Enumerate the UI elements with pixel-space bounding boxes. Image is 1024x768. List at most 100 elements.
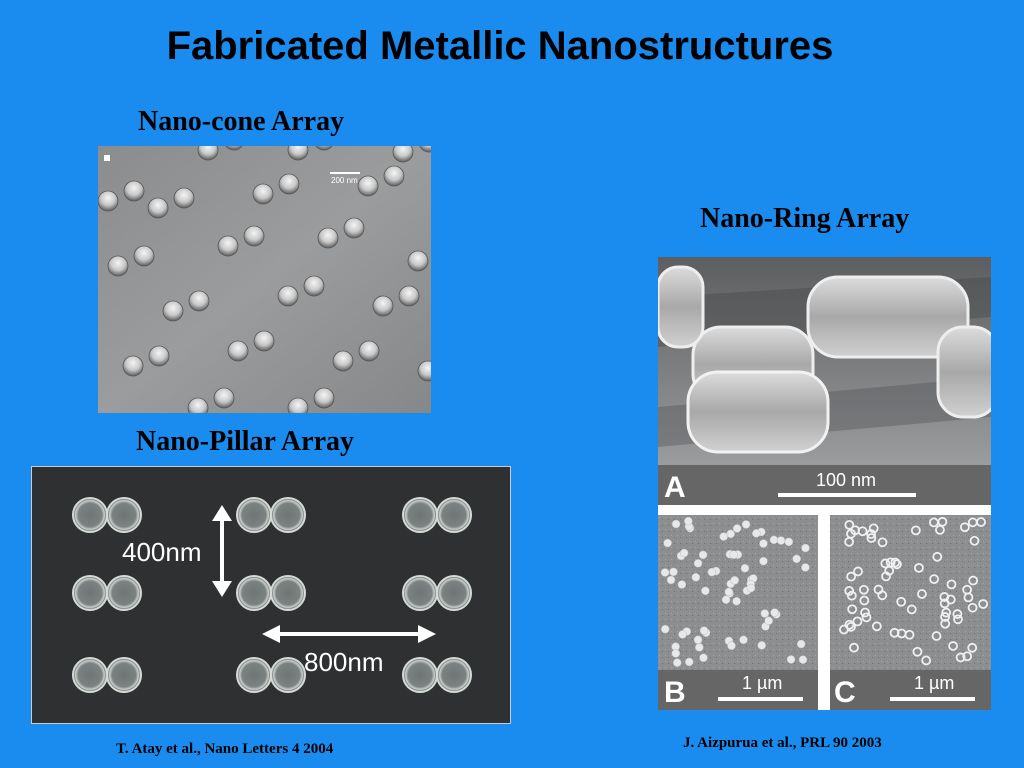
panel-c-particle <box>871 621 882 632</box>
nanopillar-particle <box>270 497 306 533</box>
vertical-arrow <box>212 505 232 597</box>
panel-c-particle <box>858 584 869 595</box>
panel-b-particle <box>757 641 766 650</box>
panel-b-particle <box>759 556 768 566</box>
panel-c-particle <box>910 525 921 536</box>
panel-c-particle <box>868 523 879 534</box>
nanocone-particle <box>122 355 144 377</box>
panel-b-particle <box>684 657 694 667</box>
nanopillar-particle <box>72 497 108 533</box>
nanocone-particles <box>98 146 431 413</box>
nanopillar-particle <box>106 497 142 533</box>
panel-b-particle <box>739 635 748 645</box>
panel-b-particle <box>691 573 701 582</box>
horizontal-distance-label: 800nm <box>304 647 384 677</box>
nanopillar-svg: 400nm 800nm <box>32 467 510 723</box>
nanopillar-particle <box>72 575 108 611</box>
panel-a-scale-bar <box>778 493 916 497</box>
panel-b-particle <box>729 550 738 560</box>
nanopillar-particle <box>402 497 438 533</box>
nanocone-particle <box>417 360 431 382</box>
panel-c-scale-label: 1 µm <box>914 673 954 693</box>
nanocone-particle <box>213 387 235 409</box>
panel-b-particle <box>693 559 703 568</box>
nanocone-particle <box>173 187 195 209</box>
panel-c-particle <box>960 522 970 533</box>
panel-b-particle <box>764 616 773 626</box>
nanocone-particle <box>358 340 380 362</box>
panel-b-particle <box>801 563 810 572</box>
nanopillar-particle <box>402 575 438 611</box>
panel-c-particle <box>906 604 917 615</box>
nanocone-particle <box>217 235 239 257</box>
panel-b-particle <box>721 595 731 604</box>
nanopillar-particle <box>106 657 142 693</box>
nanocone-particle <box>278 173 300 195</box>
panel-c-particle <box>937 516 948 527</box>
nanocone-corner-mark <box>104 155 110 161</box>
nanoring-svg: A 100 nm B 1 µm C 1 µm <box>658 257 991 710</box>
panel-c-particles <box>839 516 989 666</box>
nanopillar-particle <box>436 657 472 693</box>
nanopillar-particle <box>402 657 438 693</box>
nanopillar-particle <box>236 497 272 533</box>
nanocone-particle <box>148 345 170 367</box>
nanocone-particle <box>277 285 299 307</box>
nanocone-particle <box>357 175 379 197</box>
nanopillar-particle <box>236 575 272 611</box>
panel-b-scale-label: 1 µm <box>742 673 782 693</box>
panel-b-particle <box>801 543 810 553</box>
panel-b-particle <box>730 576 739 585</box>
panel-c-particle <box>967 602 978 613</box>
panel-b-particle <box>698 550 708 560</box>
panel-c-particle <box>962 651 973 662</box>
panel-a-scale-label: 100 nm <box>816 470 876 490</box>
nanocone-particle <box>313 387 335 409</box>
panel-c-particle <box>978 599 989 609</box>
panel-c-particle <box>946 579 957 590</box>
nanocone-particle <box>225 146 243 151</box>
panel-b-particle <box>784 537 794 547</box>
nanocone-particle <box>133 245 155 267</box>
panel-c-particle <box>846 590 857 601</box>
panel-c-particle <box>847 604 858 615</box>
nanocone-particle <box>252 183 274 205</box>
nanocone-particle <box>123 180 145 202</box>
nanoring-panel-b: B 1 µm <box>658 515 818 710</box>
panel-b-particles <box>660 516 810 667</box>
nanocone-particle <box>197 146 219 161</box>
nanocone-particle <box>332 350 354 372</box>
panel-b-particle <box>666 575 676 585</box>
nanocone-particle <box>162 300 184 322</box>
nanocone-particle <box>343 217 365 239</box>
panel-c-particle <box>967 517 978 528</box>
panel-c-particle <box>953 614 963 625</box>
nanocone-particle <box>372 295 394 317</box>
nanocone-particle <box>407 250 429 272</box>
panel-c-particle <box>852 616 863 627</box>
panel-c-particle <box>849 642 859 653</box>
nanopillar-caption: Nano-Pillar Array <box>136 426 355 457</box>
nanocone-particle <box>188 290 210 312</box>
panel-c-particle <box>839 624 849 635</box>
panel-c-particle <box>945 594 956 605</box>
panel-c-letter: C <box>834 676 856 709</box>
nanocone-scale-bar <box>330 172 360 174</box>
nanoring-panel-a: A 100 nm <box>658 257 991 505</box>
nanocone-particle <box>317 227 339 249</box>
nanocone-particle <box>107 255 129 277</box>
panel-c-particle <box>866 533 877 543</box>
nanocone-particle <box>243 225 265 247</box>
panel-c-particle <box>880 558 891 569</box>
panel-b-particle <box>699 653 708 663</box>
panel-b-particle <box>672 658 682 667</box>
panel-b-particle <box>695 643 704 652</box>
panel-b-particle <box>660 624 670 634</box>
panel-c-particle <box>890 557 901 568</box>
nanopillar-reference: T. Atay et al., Nano Letters 4 2004 <box>116 741 334 757</box>
panel-b-particle <box>679 548 689 558</box>
nanocone-svg: 200 nm <box>98 146 431 413</box>
nanoring-figure: A 100 nm B 1 µm C 1 µm <box>658 257 991 710</box>
nanocone-particle <box>315 146 333 151</box>
vertical-distance-label: 400nm <box>122 537 202 567</box>
